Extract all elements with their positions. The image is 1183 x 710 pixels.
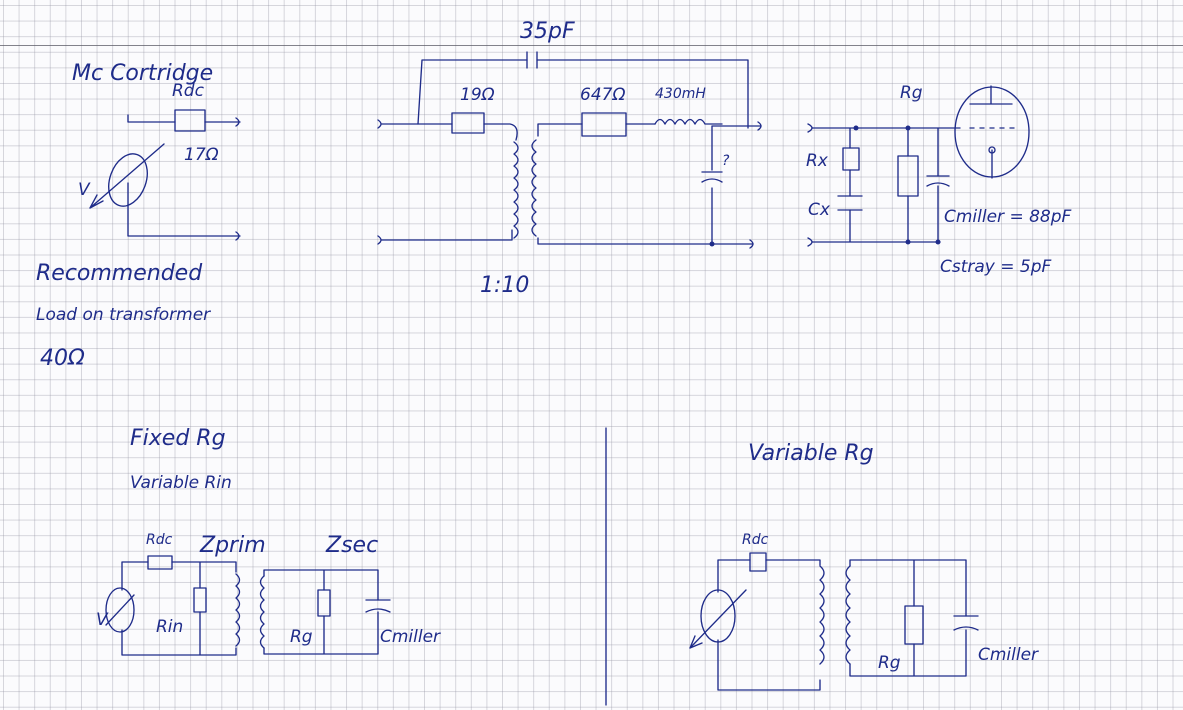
tube-cathode-dot [988, 146, 996, 154]
miller-capacitor [926, 175, 950, 187]
cartridge-terminals [235, 117, 240, 241]
tube-node-2 [905, 125, 911, 131]
bl-secondary-wires [263, 569, 379, 655]
br-rdc-resistor [749, 552, 767, 572]
tube-input-wires [807, 123, 961, 247]
fixed-rg-title: Fixed Rg [130, 426, 226, 451]
secondary-node-dot [709, 241, 715, 247]
turns-ratio-label: 1:10 [480, 273, 529, 298]
stray-cap-value: Cstray = 5pF [940, 257, 1052, 277]
grid-leak-resistor [897, 155, 919, 197]
tube-node-3 [905, 239, 911, 245]
bl-source-label: V [96, 610, 109, 630]
secondary-inductor [654, 118, 723, 125]
br-rdc-label: Rdc [742, 532, 769, 548]
br-cmiller-cap [953, 615, 979, 631]
cx-label: Cx [808, 200, 831, 220]
bl-rin-label: Rin [156, 617, 183, 637]
bl-rdc-label: Rdc [146, 532, 173, 548]
br-secondary-winding [845, 565, 851, 665]
bl-source-arrow [105, 594, 135, 626]
bl-secondary-winding [259, 575, 265, 649]
transformer-cap-label: 35pF [520, 19, 575, 44]
stray-cap-label: ? [722, 153, 730, 169]
secondary-resistor [581, 112, 627, 137]
load-note-line2: Load on transformer [36, 305, 211, 325]
bl-cmiller-label: Cmiller [380, 627, 441, 647]
cartridge-circuit: Mc Cortridge Rdc V 17Ω Recommended Load … [36, 61, 241, 371]
tube-electrodes [969, 85, 1015, 179]
bl-primary-winding [235, 573, 241, 647]
z-sec-label: Zsec [325, 533, 378, 558]
br-cmiller-label: Cmiller [978, 645, 1039, 665]
rx-resistor [842, 147, 860, 171]
br-rg-resistor [904, 605, 924, 645]
bl-primary-wires [121, 561, 237, 656]
bl-rdc-resistor [147, 555, 173, 570]
load-note-line1: Recommended [36, 261, 203, 286]
cartridge-source-arrow [89, 143, 165, 209]
transformer-circuit: 35pF 19Ω 647Ω 430mH ? 1:10 [377, 19, 762, 298]
bl-rg-label: Rg [290, 627, 313, 647]
br-rg-label: Rg [878, 653, 901, 673]
bl-cmiller-cap [365, 599, 391, 613]
br-source-arrow [689, 589, 747, 649]
inductance-label: 430mH [655, 86, 706, 102]
cartridge-rdc-resistor [174, 109, 206, 132]
cartridge-title: Mc Cortridge [72, 61, 213, 86]
miller-cap-label: Cmiller = 88pF [944, 207, 1072, 227]
secondary-resistor-label: 647Ω [580, 85, 625, 105]
grid-resistor-label: Rg [900, 83, 923, 103]
rx-label: Rx [806, 151, 829, 171]
br-primary-winding [819, 565, 825, 665]
z-prim-label: Zprim [199, 533, 266, 558]
load-note-line3: 40Ω [40, 346, 85, 371]
secondary-winding [531, 139, 537, 237]
primary-resistor-label: 19Ω [460, 85, 495, 105]
cartridge-source-circle [108, 153, 148, 207]
bl-rin-resistor [193, 587, 207, 613]
br-primary-wires [717, 559, 821, 691]
transformer-feedback-cap [526, 51, 538, 69]
variable-rin-title: Variable Rin [130, 473, 232, 493]
tube-input-circuit: Rg Rx Cx Cmiller = 88pF Cstray = 5pF [806, 83, 1072, 277]
secondary-wires [537, 121, 762, 249]
primary-wires [377, 119, 518, 245]
fixed-rg-circuit: Fixed Rg Variable Rin Rdc Zprim Zsec V R… [96, 426, 441, 656]
variable-rg-circuit: Variable Rg Rdc Rg Cmiller [689, 441, 1039, 691]
tube-node-4 [935, 239, 941, 245]
bl-source-circle [105, 587, 135, 633]
cartridge-rdc-value: 17Ω [184, 145, 219, 165]
br-secondary-wires [849, 559, 967, 677]
bl-rg-resistor [317, 589, 331, 617]
cartridge-rdc-label: Rdc [172, 81, 205, 101]
cartridge-source-label: V [78, 180, 91, 200]
top-margin-line [0, 45, 1183, 46]
variable-rg-title: Variable Rg [748, 441, 874, 466]
cartridge-wires [127, 114, 241, 237]
primary-resistor [451, 112, 485, 134]
primary-winding [513, 141, 519, 239]
br-source-circle [700, 589, 736, 643]
tube-node-1 [853, 125, 859, 131]
transformer-feedback-cap-wire [417, 59, 749, 129]
cx-capacitor [837, 195, 863, 211]
secondary-stray-cap [701, 171, 723, 183]
